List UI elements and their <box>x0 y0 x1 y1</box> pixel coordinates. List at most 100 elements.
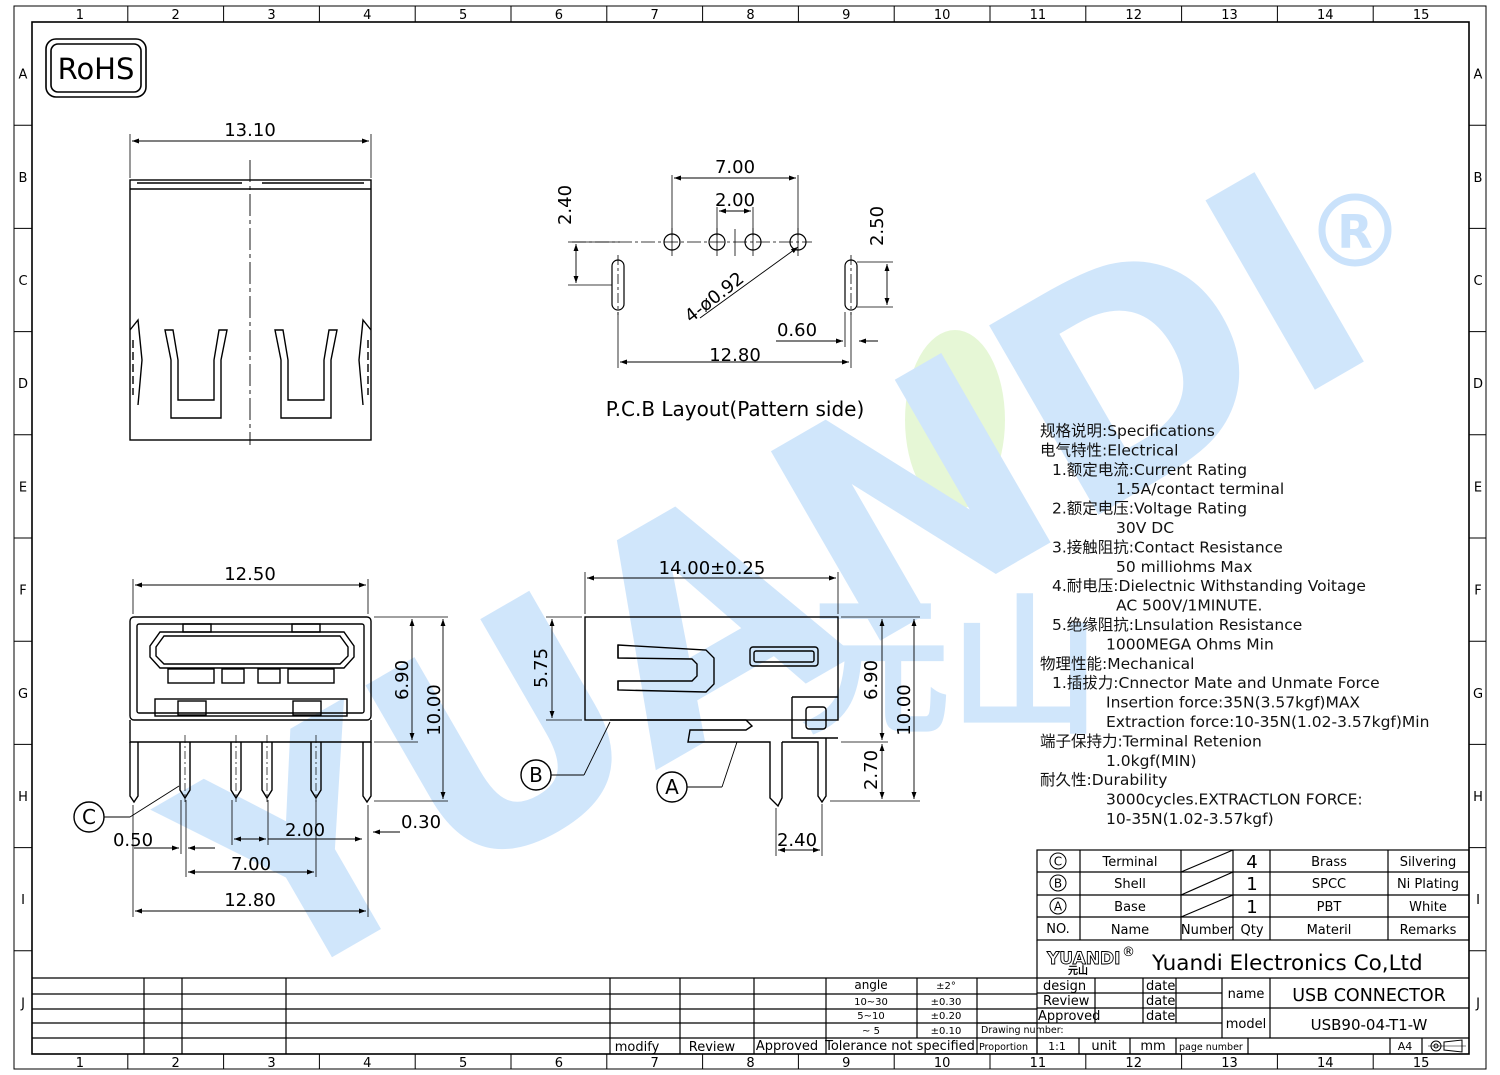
specifications-block: 规格说明:Specifications电气特性:Electrical1.额定电流… <box>1040 422 1429 828</box>
bom-remarks: Silvering <box>1400 855 1457 870</box>
bom-h-qty: Qty <box>1240 923 1263 938</box>
column-label-top: 5 <box>459 8 467 23</box>
spec-line: 2.额定电压:Voltage Rating <box>1052 500 1247 518</box>
spec-line: 10-35N(1.02-3.57kgf) <box>1106 810 1274 828</box>
tb-rev-review: Review <box>689 1040 736 1055</box>
spec-line: 1.5A/contact terminal <box>1116 480 1284 498</box>
pcb-layout <box>568 175 893 368</box>
row-label-left: G <box>18 687 28 702</box>
spec-line: 1.额定电流:Current Rating <box>1052 461 1247 479</box>
pcb-dim-060: 0.60 <box>777 320 817 341</box>
column-label-bottom: 1 <box>76 1056 84 1071</box>
bom-remarks: White <box>1409 900 1447 915</box>
spec-line: AC 500V/1MINUTE. <box>1116 597 1262 615</box>
column-label-top: 3 <box>267 8 275 23</box>
bom-h-name: Name <box>1111 923 1149 938</box>
bom-h-no: NO. <box>1046 922 1070 937</box>
bom-name: Base <box>1114 900 1146 915</box>
bom-no: C <box>1054 855 1062 869</box>
side-dim-575: 5.75 <box>531 648 552 688</box>
column-label-top: 12 <box>1125 8 1142 23</box>
tb-proportion-value: 1:1 <box>1048 1040 1066 1053</box>
tb-proportion: Proportion <box>979 1042 1028 1053</box>
tolerance-range: angle <box>854 978 887 992</box>
side-dim-1000: 10.00 <box>894 684 915 736</box>
front-dim-1280: 12.80 <box>224 890 276 911</box>
pcb-dim-700: 7.00 <box>715 157 755 178</box>
tb-approved: Approved <box>1038 1009 1100 1024</box>
tolerance-range: ~ 5 <box>862 1026 880 1037</box>
column-label-bottom: 6 <box>555 1056 563 1071</box>
top-view <box>129 134 372 445</box>
side-dim-240: 2.40 <box>777 830 817 851</box>
spec-line: 1.0kgf(MIN) <box>1106 752 1197 770</box>
pcb-layout-title: P.C.B Layout(Pattern side) <box>606 397 865 421</box>
bom-no: A <box>1054 900 1063 914</box>
side-dim-690: 6.90 <box>861 660 882 700</box>
row-label-left: C <box>18 274 27 289</box>
column-label-top: 14 <box>1317 8 1334 23</box>
callout-a: A <box>665 775 679 799</box>
column-label-bottom: 8 <box>746 1056 754 1071</box>
watermark-cn: 元山 <box>800 582 1100 756</box>
front-view <box>73 579 448 917</box>
tb-review: Review <box>1043 994 1090 1009</box>
front-dim-1250: 12.50 <box>224 564 276 585</box>
tb-rev-modify: modify <box>615 1040 660 1055</box>
tb-date-3: date <box>1146 1009 1175 1024</box>
column-label-top: 6 <box>555 8 563 23</box>
terminal-pin <box>261 742 273 800</box>
front-dim-200: 2.00 <box>285 820 325 841</box>
column-label-bottom: 13 <box>1221 1056 1238 1071</box>
company-name: Yuandi Electronics Co,Ltd <box>1151 951 1423 976</box>
company-logo: YUANDI ® 元山 <box>1046 945 1135 977</box>
tb-page-number: page number <box>1179 1042 1243 1053</box>
front-dim-690: 6.90 <box>392 660 413 700</box>
column-label-bottom: 11 <box>1030 1056 1047 1071</box>
rohs-badge: RoHS <box>45 38 147 98</box>
tolerance-value: ±2° <box>936 981 956 992</box>
bom-qty: 1 <box>1246 874 1257 895</box>
tb-drawing-number: Drawing number: <box>981 1025 1064 1036</box>
row-label-left: A <box>19 68 28 83</box>
tb-model-value: USB90-04-T1-W <box>1311 1016 1428 1034</box>
bom-remarks: Ni Plating <box>1397 877 1459 892</box>
tb-model-label: model <box>1226 1017 1266 1032</box>
bom-no: B <box>1054 877 1062 891</box>
row-label-left: J <box>20 996 25 1011</box>
column-label-top: 10 <box>934 8 951 23</box>
row-label-right: J <box>1475 996 1480 1011</box>
column-label-bottom: 7 <box>651 1056 659 1071</box>
company-logo-text: YUANDI <box>1046 949 1120 969</box>
column-label-top: 11 <box>1030 8 1047 23</box>
side-dim-270: 2.70 <box>861 750 882 790</box>
bom-material: Brass <box>1311 855 1347 870</box>
bom-name: Terminal <box>1102 855 1158 870</box>
rohs-label: RoHS <box>58 52 135 86</box>
top-width-dim: 13.10 <box>224 120 276 141</box>
row-label-right: H <box>1473 790 1483 805</box>
spec-line: Insertion force:35N(3.57kgf)MAX <box>1106 694 1360 712</box>
bom-qty: 1 <box>1246 897 1257 918</box>
spec-line: 5.绝缘阻抗:Lnsulation Resistance <box>1052 616 1302 634</box>
spec-line: 端子保持力:Terminal Retenion <box>1040 732 1262 750</box>
front-dim-030: 0.30 <box>401 812 441 833</box>
bom-h-number: Number <box>1181 923 1234 938</box>
watermark-leaf <box>905 330 1005 510</box>
bom-h-remarks: Remarks <box>1400 923 1457 938</box>
title-block <box>32 940 1469 1054</box>
column-label-bottom: 2 <box>172 1056 180 1071</box>
company-logo-cn: 元山 <box>1068 964 1088 977</box>
column-label-bottom: 15 <box>1413 1056 1430 1071</box>
column-label-bottom: 10 <box>934 1056 951 1071</box>
column-label-top: 4 <box>363 8 371 23</box>
column-label-bottom: 14 <box>1317 1056 1334 1071</box>
front-dim-700: 7.00 <box>231 854 271 875</box>
row-label-left: D <box>18 377 28 392</box>
spec-line: 耐久性:Durability <box>1040 771 1167 789</box>
spec-line: 50 milliohms Max <box>1116 558 1252 576</box>
tolerance-value: ±0.30 <box>931 997 962 1008</box>
column-label-top: 2 <box>172 8 180 23</box>
